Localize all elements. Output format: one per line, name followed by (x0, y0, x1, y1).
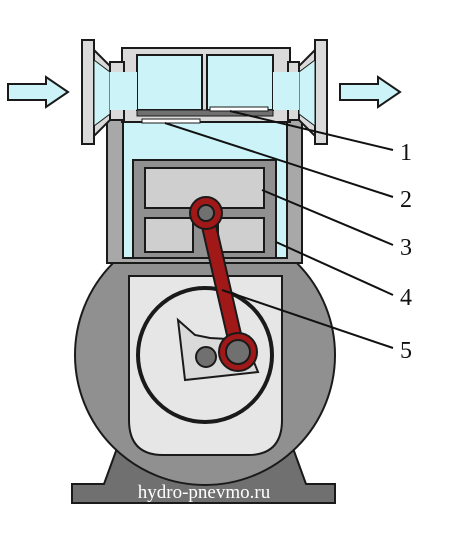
inlet-arrow-icon (7, 75, 70, 109)
callout-number-1: 1 (400, 140, 412, 166)
leader-line-3 (261, 189, 394, 246)
callout-number-4: 4 (400, 285, 412, 311)
leader-line-4 (275, 241, 394, 296)
inlet-port (110, 72, 137, 110)
leader-line-2 (164, 122, 394, 198)
suction-valve (141, 118, 201, 124)
callout-number-2: 2 (400, 187, 412, 213)
outlet-arrow-icon (339, 75, 402, 109)
inlet-chamber (136, 54, 203, 111)
connecting-rod (200, 207, 244, 358)
watermark: hydro-pnevmo.ru (138, 482, 271, 503)
valve-plate (136, 109, 274, 117)
leader-line-1 (229, 110, 394, 151)
discharge-valve (209, 106, 269, 112)
callout-number-5: 5 (400, 338, 412, 364)
crank-pin (225, 339, 251, 365)
outlet-chamber (206, 54, 274, 111)
callout-number-3: 3 (400, 235, 412, 261)
outlet-port (273, 72, 299, 110)
crankshaft-hub (195, 346, 217, 368)
piston-skirt-left (144, 217, 194, 253)
leader-line-5 (221, 289, 394, 349)
leader-lines (164, 110, 394, 349)
piston-skirt-right (217, 217, 265, 253)
piston-pin (197, 204, 215, 222)
